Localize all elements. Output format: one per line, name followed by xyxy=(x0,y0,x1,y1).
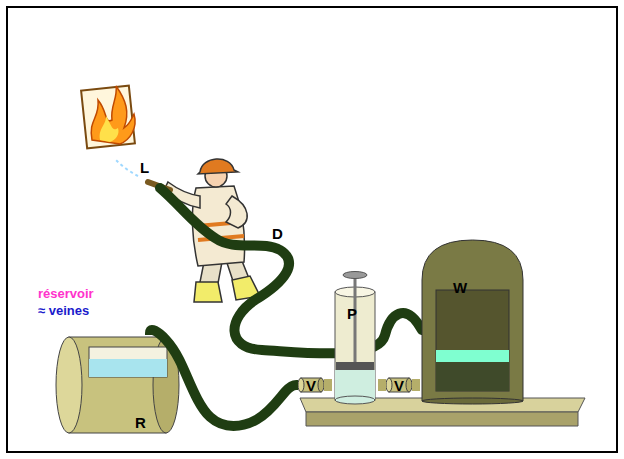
reservoir-tank-outline xyxy=(55,335,180,435)
part-letter: P xyxy=(347,306,357,321)
windkessel-dome-outline xyxy=(420,238,525,405)
valve-symbol: V xyxy=(386,377,412,393)
fire-hose xyxy=(160,188,422,353)
part-letter: V xyxy=(394,378,404,393)
pipe-connector xyxy=(324,379,332,391)
hose-connector xyxy=(150,330,298,426)
pump-cylinder: P xyxy=(332,270,378,405)
note-text: réservoir xyxy=(38,287,94,300)
pipe-connector xyxy=(378,379,386,391)
pipe-connector xyxy=(412,379,420,391)
note-text: ≈ veines xyxy=(38,304,89,317)
part-letter: V xyxy=(306,378,316,393)
pump-cylinder-outline xyxy=(332,270,378,405)
valve-symbol: V xyxy=(298,377,324,393)
hose-label: D xyxy=(272,226,283,241)
reservoir-tank: R xyxy=(55,335,180,435)
part-letter: R xyxy=(135,415,146,430)
windkessel-dome: W xyxy=(420,238,525,405)
fire-picture xyxy=(81,86,135,149)
frame-border xyxy=(7,7,617,452)
nozzle-label: L xyxy=(140,160,149,175)
part-letter: W xyxy=(453,280,467,295)
firefighter-figure xyxy=(116,159,260,302)
